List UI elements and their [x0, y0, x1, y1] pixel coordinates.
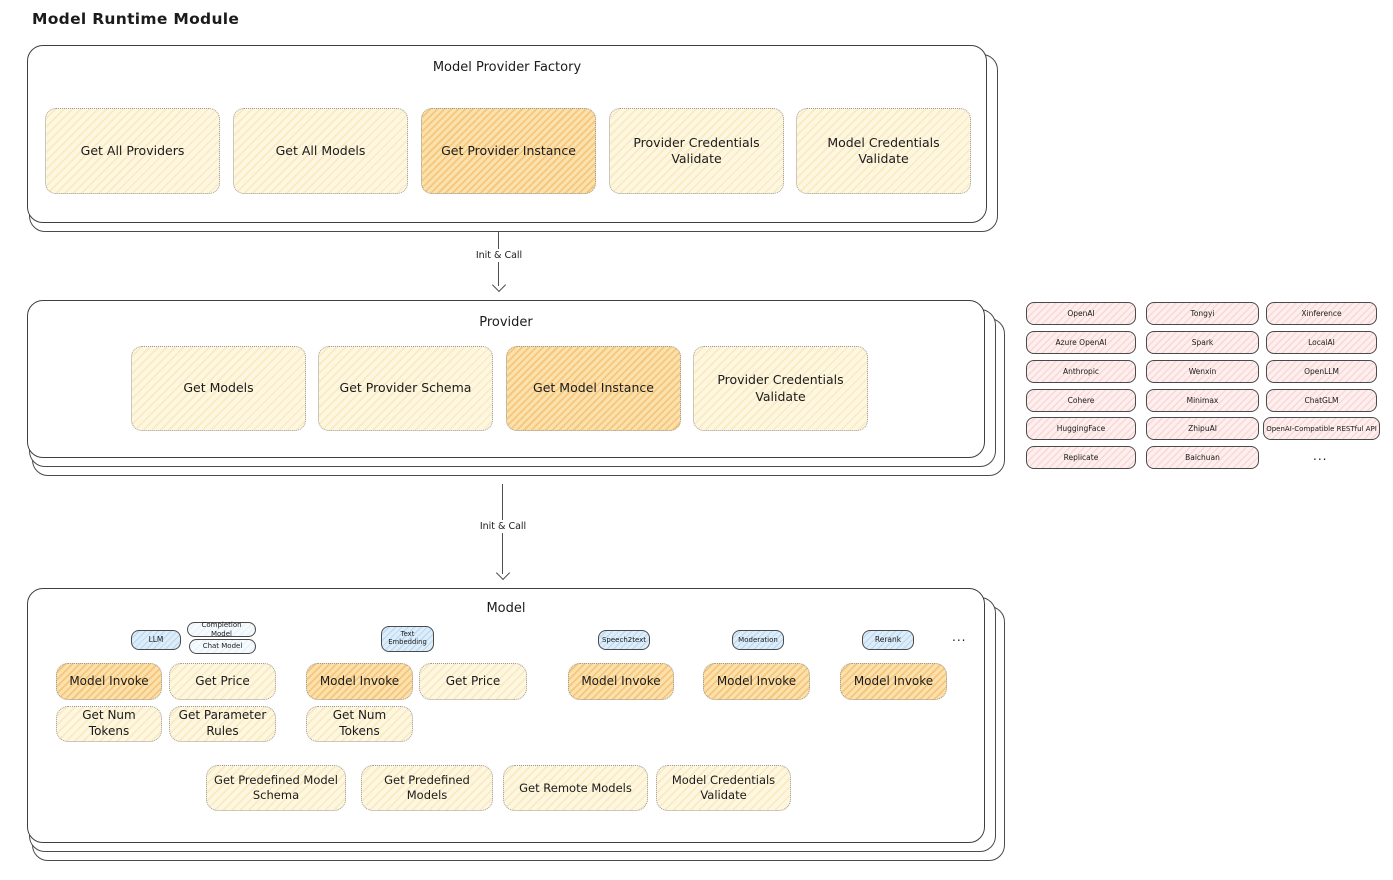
factory-op-provider-credentials-validate: Provider Credentials Validate — [609, 108, 784, 194]
provider-pill-replicate: Replicate — [1026, 446, 1136, 469]
provider-pill-zhipuai: ZhipuAI — [1146, 417, 1259, 440]
tag-speech2text: Speech2text — [598, 630, 650, 650]
providers-more-ellipsis: ... — [1313, 449, 1328, 463]
provider-pill-minimax: Minimax — [1146, 389, 1259, 412]
tag-chat-model: Chat Model — [189, 639, 256, 654]
arrow-label-init-call-1: Init & Call — [471, 249, 527, 262]
model-op-llm-get-price: Get Price — [169, 663, 276, 700]
factory-title: Model Provider Factory — [432, 60, 582, 75]
model-op-rerank-model-invoke: Model Invoke — [840, 663, 947, 700]
arrow-head-1-icon — [491, 277, 507, 293]
provider-pill-localai: LocalAI — [1266, 331, 1377, 354]
provider-pill-huggingface: HuggingFace — [1026, 417, 1136, 440]
model-op-llm-get-parameter-rules: Get Parameter Rules — [169, 706, 276, 742]
factory-op-get-provider-instance: Get Provider Instance — [421, 108, 596, 194]
provider-pill-anthropic: Anthropic — [1026, 360, 1136, 383]
model-op-get-predefined-models: Get Predefined Models — [361, 765, 493, 811]
provider-pill-openai: OpenAI — [1026, 302, 1136, 325]
tag-rerank: Rerank — [862, 630, 914, 650]
model-op-get-predefined-model-schema: Get Predefined Model Schema — [206, 765, 346, 811]
provider-pill-azure-openai: Azure OpenAI — [1026, 331, 1136, 354]
provider-pill-openai-compatible-restful-api: OpenAI-Compatible RESTful API — [1263, 417, 1380, 440]
model-op-get-remote-models: Get Remote Models — [503, 765, 648, 811]
provider-pill-xinference: Xinference — [1266, 302, 1377, 325]
provider-op-get-provider-schema: Get Provider Schema — [318, 346, 493, 431]
arrow-head-2-icon — [495, 565, 511, 581]
provider-op-provider-credentials-validate: Provider Credentials Validate — [693, 346, 868, 431]
tag-llm: LLM — [131, 630, 181, 650]
tag-completion-model: Completion Model — [187, 621, 256, 638]
provider-pill-tongyi: Tongyi — [1146, 302, 1259, 325]
model-op-llm-get-num-tokens: Get Num Tokens — [56, 706, 162, 742]
provider-op-get-model-instance: Get Model Instance — [506, 346, 681, 431]
page-title: Model Runtime Module — [32, 10, 240, 28]
model-op-model-credentials-validate: Model Credentials Validate — [656, 765, 791, 811]
provider-pill-spark: Spark — [1146, 331, 1259, 354]
model-panel: Model LLM Completion Model Chat Model Te… — [27, 588, 1005, 861]
model-op-embedding-get-num-tokens: Get Num Tokens — [306, 706, 413, 742]
provider-pill-cohere: Cohere — [1026, 389, 1136, 412]
model-tags-more-ellipsis: ... — [952, 630, 967, 644]
factory-op-get-all-models: Get All Models — [233, 108, 408, 194]
model-op-moderation-model-invoke: Model Invoke — [703, 663, 810, 700]
provider-pill-baichuan: Baichuan — [1146, 446, 1259, 469]
provider-pill-openllm: OpenLLM — [1266, 360, 1377, 383]
provider-pill-chatglm: ChatGLM — [1266, 389, 1377, 412]
provider-title: Provider — [479, 315, 533, 330]
factory-op-model-credentials-validate: Model Credentials Validate — [796, 108, 971, 194]
model-op-llm-model-invoke: Model Invoke — [56, 663, 162, 700]
provider-op-get-models: Get Models — [131, 346, 306, 431]
factory-panel: Model Provider Factory Get All Providers… — [27, 45, 998, 232]
provider-panel: Provider Get Models Get Provider Schema … — [27, 300, 1005, 476]
model-op-speech2text-model-invoke: Model Invoke — [568, 663, 674, 700]
factory-op-get-all-providers: Get All Providers — [45, 108, 220, 194]
model-op-embedding-get-price: Get Price — [419, 663, 527, 700]
provider-pill-wenxin: Wenxin — [1146, 360, 1259, 383]
arrow-label-init-call-2: Init & Call — [475, 520, 531, 533]
tag-text-embedding: Text Embedding — [381, 626, 434, 652]
model-op-embedding-model-invoke: Model Invoke — [306, 663, 413, 700]
model-title: Model — [486, 601, 526, 616]
tag-moderation: Moderation — [732, 630, 784, 650]
